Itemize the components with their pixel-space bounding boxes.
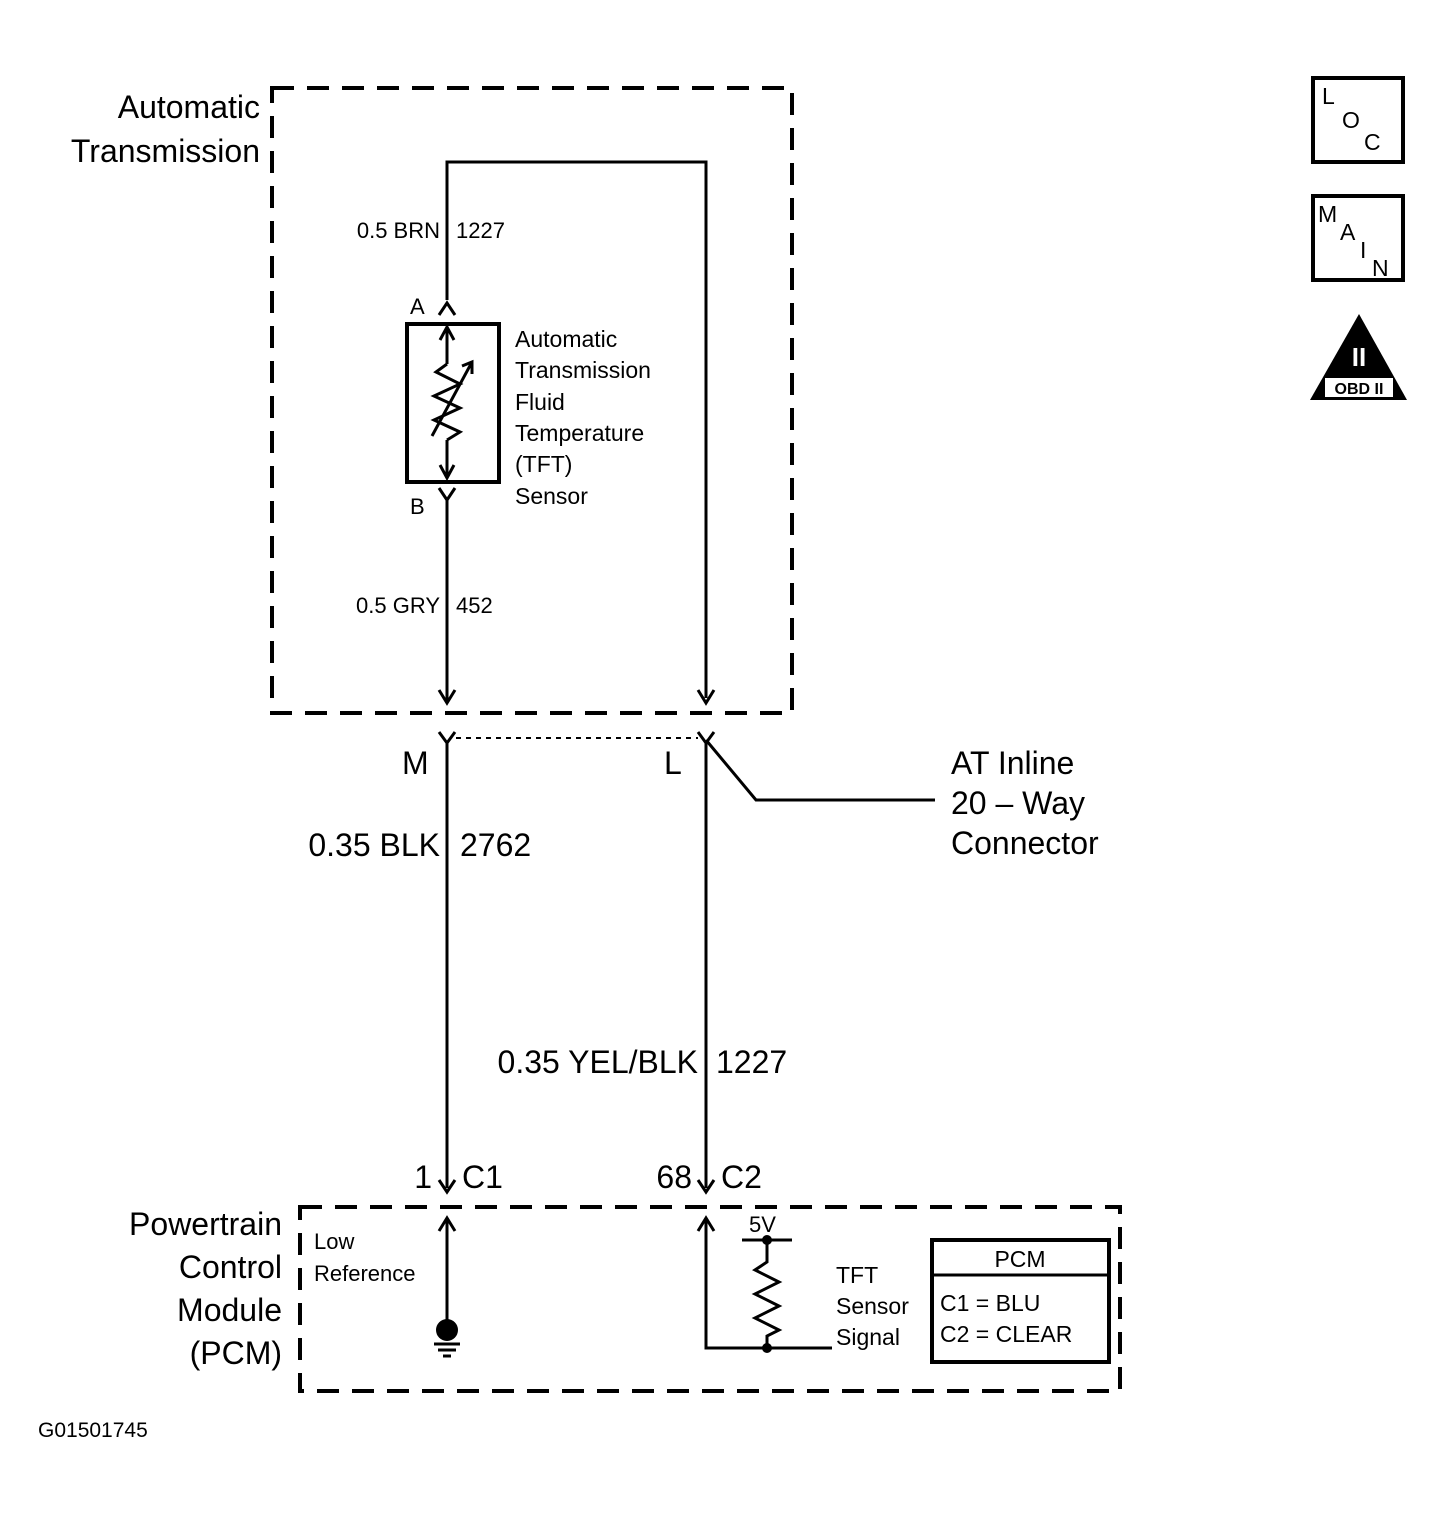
sensor-name-2: Transmission xyxy=(515,357,651,383)
sensor-arrow-top xyxy=(438,323,456,341)
sensor-name-3: Fluid xyxy=(515,389,565,415)
wire-mid-label: 0.5 GRY xyxy=(356,593,440,618)
pcm-enclosure xyxy=(298,1205,1122,1393)
tft-signal-wire xyxy=(704,1218,832,1350)
connector-name-3: Connector xyxy=(951,825,1099,861)
arrow-l-inner xyxy=(696,689,716,706)
pin-a-label: A xyxy=(410,294,425,319)
svg-text:OBD II: OBD II xyxy=(1335,381,1384,398)
wire-yel-label: 0.35 YEL/BLK xyxy=(498,1044,698,1080)
svg-text:I: I xyxy=(1360,237,1366,263)
sensor-name-4: Temperature xyxy=(515,420,644,446)
wire-top-label: 0.5 BRN xyxy=(357,218,440,243)
connector-name-1: AT Inline xyxy=(951,745,1074,781)
sensor-name-1: Automatic xyxy=(515,326,617,352)
pcm-name-2: Control xyxy=(179,1249,282,1285)
svg-text:O: O xyxy=(1342,107,1360,133)
pullup-resistor xyxy=(751,1240,783,1348)
connector-m-chevron xyxy=(437,731,457,746)
thermistor-zigzag xyxy=(430,362,464,442)
low-ref-arrow xyxy=(437,1215,457,1232)
connector-c2-chevron xyxy=(696,1179,716,1195)
pcm-legend-box xyxy=(930,1238,1111,1364)
pin-l-label: L xyxy=(664,745,682,781)
pcm-legend-c2: C2 = CLEAR xyxy=(940,1321,1072,1347)
pin-m-label: M xyxy=(402,745,429,781)
tft-signal-arrow xyxy=(696,1215,716,1232)
obd-ii-icon: OBD II II xyxy=(1310,314,1407,400)
wire-top-circuit: 1227 xyxy=(456,218,505,243)
wire-mid-circuit: 452 xyxy=(456,593,493,618)
connector-name-2: 20 – Way xyxy=(951,785,1085,821)
pcm-legend-c1: C1 = BLU xyxy=(940,1290,1040,1316)
svg-text:C: C xyxy=(1364,129,1381,155)
arrow-m-inner xyxy=(437,689,457,706)
wire-brn-1227 xyxy=(445,160,708,698)
5v-label: 5V xyxy=(749,1212,776,1237)
svg-text:L: L xyxy=(1322,83,1335,109)
wire-blk-circuit: 2762 xyxy=(460,827,531,863)
tft-sensor-box xyxy=(405,322,501,484)
wire-yel-circuit: 1227 xyxy=(716,1044,787,1080)
pcm-name-1: Powertrain xyxy=(129,1206,282,1242)
tft-signal-label-2: Sensor xyxy=(836,1293,909,1319)
signal-node xyxy=(762,1343,772,1353)
svg-text:II: II xyxy=(1352,342,1366,372)
pin-1-label: 1 xyxy=(414,1159,432,1195)
connector-c1-label: C1 xyxy=(462,1159,503,1195)
connector-leader-line xyxy=(704,739,935,802)
sensor-arrow-bottom xyxy=(438,464,456,482)
figure-id: G01501745 xyxy=(38,1419,148,1442)
connector-c2-label: C2 xyxy=(721,1159,762,1195)
transmission-title-line1: Automatic xyxy=(118,89,260,125)
terminal-a-chevron xyxy=(437,300,457,316)
sensor-name-6: Sensor xyxy=(515,483,588,509)
thermistor-variable-arrowhead xyxy=(461,359,474,374)
sensor-name-5: (TFT) xyxy=(515,451,572,477)
pin-68-label: 68 xyxy=(656,1159,692,1195)
transmission-title-line2: Transmission xyxy=(71,133,260,169)
loc-icon: L O C xyxy=(1311,76,1405,164)
transmission-enclosure xyxy=(270,86,794,715)
thermistor-variable-line xyxy=(430,361,474,437)
pcm-legend-title: PCM xyxy=(994,1246,1045,1272)
pcm-name-3: Module xyxy=(177,1292,282,1328)
svg-text:A: A xyxy=(1340,219,1356,245)
terminal-b-chevron xyxy=(437,487,457,503)
ground-node xyxy=(436,1319,458,1341)
pcm-name-4: (PCM) xyxy=(190,1335,282,1371)
svg-text:N: N xyxy=(1372,255,1389,281)
low-ref-label-1: Low xyxy=(314,1229,354,1254)
pin-b-label: B xyxy=(410,494,425,519)
wire-blk-label: 0.35 BLK xyxy=(308,827,440,863)
main-icon: M A I N xyxy=(1311,194,1405,282)
svg-text:M: M xyxy=(1318,201,1337,227)
tft-signal-label-1: TFT xyxy=(836,1262,878,1288)
connector-c1-chevron xyxy=(437,1179,457,1195)
tft-signal-label-3: Signal xyxy=(836,1324,900,1350)
low-ref-label-2: Reference xyxy=(314,1261,416,1286)
